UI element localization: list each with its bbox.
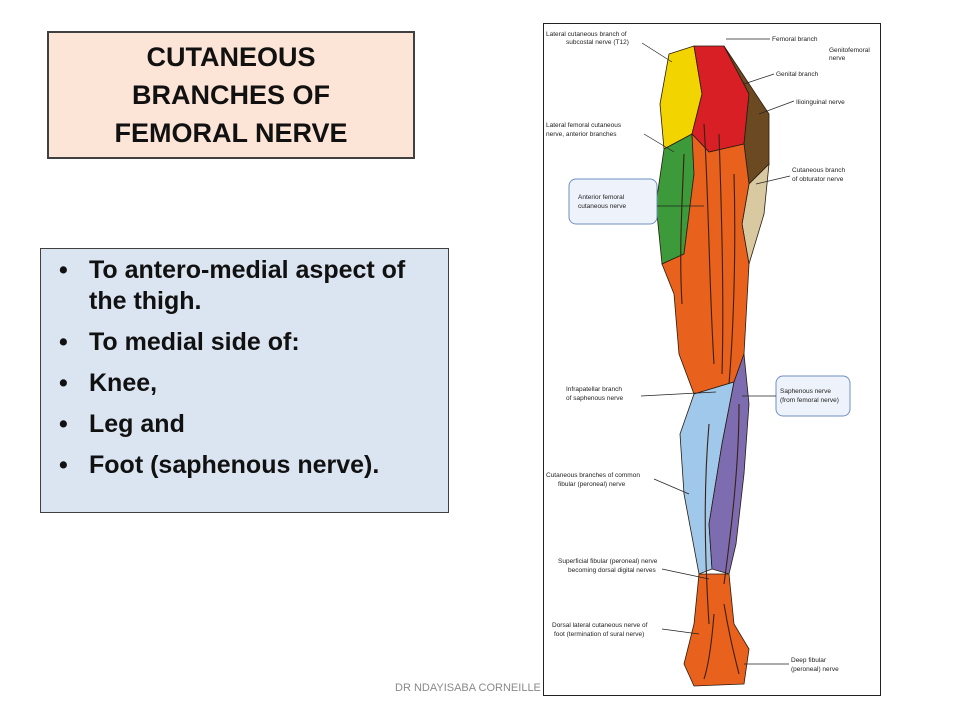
- leg-nerve-figure: Lateral cutaneous branch of subcostal ne…: [543, 23, 881, 696]
- label-lateral-femoral-1: Lateral femoral cutaneous: [546, 122, 622, 129]
- label-anterior-femoral-1: Anterior femoral: [578, 194, 625, 201]
- label-dorsal-lateral-2: foot (termination of sural nerve): [554, 631, 644, 638]
- title-line-3: FEMORAL NERVE: [114, 118, 348, 148]
- bullet-item: Foot (saphenous nerve).: [59, 450, 440, 481]
- nerve-lines: [680, 123, 740, 680]
- label-saphenous-1: Saphenous nerve: [780, 388, 831, 395]
- label-genitofemoral-2: nerve: [829, 55, 846, 62]
- title-line-1: CUTANEOUS: [146, 42, 316, 72]
- bullet-item: Knee,: [59, 368, 440, 399]
- slide-title: CUTANEOUS BRANCHES OF FEMORAL NERVE: [114, 38, 347, 152]
- label-obturator-2: of obturator nerve: [792, 176, 844, 183]
- bullet-list: To antero-medial aspect of the thigh. To…: [55, 255, 440, 481]
- label-dorsal-lateral-1: Dorsal lateral cutaneous nerve of: [552, 622, 648, 629]
- anterior-femoral-label-box: [568, 178, 658, 225]
- region-foot: [683, 573, 750, 687]
- label-deep-fibular-1: Deep fibular: [791, 657, 827, 664]
- label-infrapatellar-1: Infrapatellar branch: [566, 386, 622, 393]
- label-obturator-1: Cutaneous branch: [792, 167, 846, 174]
- bullet-list-box: To antero-medial aspect of the thigh. To…: [40, 248, 449, 513]
- label-lateral-femoral-2: nerve, anterior branches: [546, 131, 617, 138]
- label-genital-branch: Genital branch: [776, 71, 819, 78]
- bullet-item: To antero-medial aspect of the thigh.: [59, 255, 440, 317]
- label-anterior-femoral-2: cutaneous nerve: [578, 203, 626, 210]
- slide-title-box: CUTANEOUS BRANCHES OF FEMORAL NERVE: [47, 31, 415, 159]
- label-femoral-branch: Femoral branch: [772, 36, 818, 43]
- leg-illustration: Lateral cutaneous branch of subcostal ne…: [546, 31, 870, 687]
- footer-author: DR NDAYISABA CORNEILLE: [395, 682, 541, 694]
- label-saphenous-2: (from femoral nerve): [780, 397, 839, 404]
- bullet-item: Leg and: [59, 409, 440, 440]
- region-genitofemoral: [691, 45, 750, 153]
- bullet-item: To medial side of:: [59, 327, 440, 358]
- label-subcostal-2: subcostal nerve (T12): [566, 39, 629, 46]
- label-fibular-2: fibular (peroneal) nerve: [558, 481, 626, 488]
- label-subcostal-1: Lateral cutaneous branch of: [546, 31, 627, 38]
- label-fibular-1: Cutaneous branches of common: [546, 472, 640, 479]
- label-superficial-1: Superficial fibular (peroneal) nerve: [558, 558, 658, 565]
- label-genitofemoral-1: Genitofemoral: [829, 47, 870, 54]
- leader-lines: [640, 38, 795, 665]
- label-ilioinguinal: Ilioinguinal nerve: [796, 99, 845, 106]
- label-deep-fibular-2: (peroneal) nerve: [791, 666, 839, 673]
- label-infrapatellar-2: of saphenous nerve: [566, 395, 623, 402]
- saphenous-label-box: [775, 375, 851, 417]
- title-line-2: BRANCHES OF: [131, 80, 330, 110]
- label-superficial-2: becoming dorsal digital nerves: [568, 567, 657, 574]
